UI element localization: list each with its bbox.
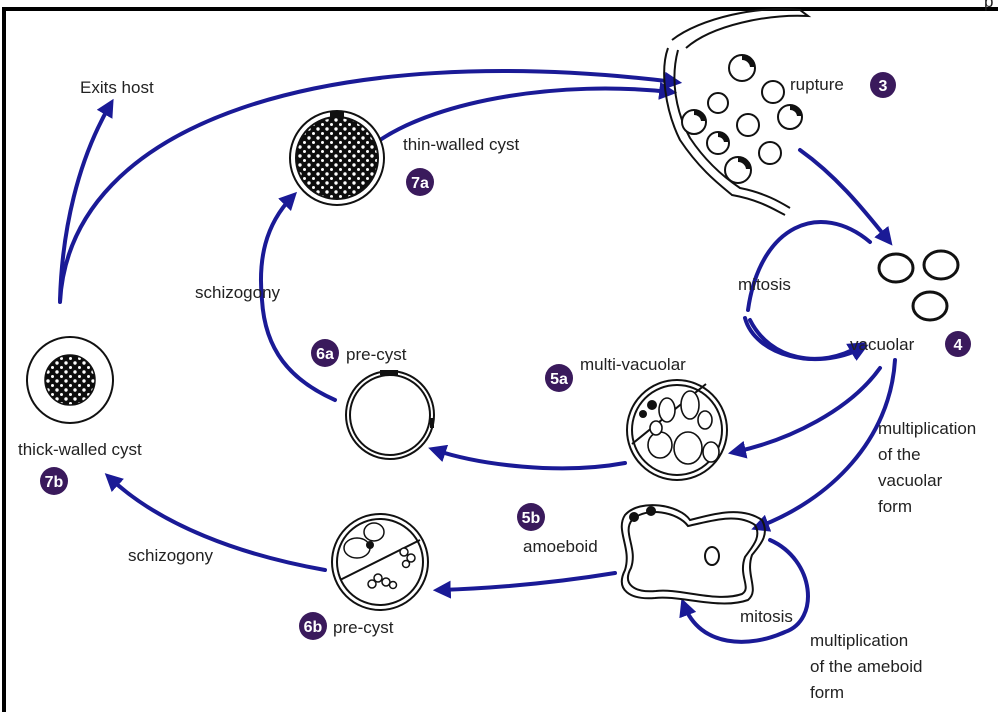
thin-walled-cyst (289, 110, 385, 206)
arrow-to-exits-host (58, 98, 114, 302)
thick-walled-cyst (26, 336, 114, 424)
label-pre-cyst-b: pre-cyst (333, 618, 394, 637)
multi-vacuolar-cell (626, 379, 728, 481)
badge-7b: 7b (40, 467, 68, 495)
badge-7a-text: 7a (411, 175, 429, 192)
rupture-cell (663, 7, 812, 216)
label-schizogony-bottom: schizogony (128, 546, 214, 565)
label-multiplication-vacuolar-2: of the (878, 445, 921, 464)
label-multiplication-ameboid-1: multiplication (810, 631, 908, 650)
label-exits-host: Exits host (80, 78, 154, 97)
pre-cyst-a-cell (345, 370, 435, 460)
labels: Exits host rupture thin-walled cyst schi… (18, 75, 976, 702)
arrow-vacuolar-to-multi-vacuolar (727, 366, 882, 459)
amoeboid-cell (620, 504, 766, 605)
label-multiplication-vacuolar-3: vacuolar (878, 471, 943, 490)
badge-3: 3 (870, 72, 896, 98)
label-schizogony-top: schizogony (195, 283, 281, 302)
badge-6b: 6b (299, 612, 327, 640)
label-multiplication-ameboid-3: form (810, 683, 844, 702)
label-thin-walled-cyst: thin-walled cyst (403, 135, 519, 154)
label-multiplication-vacuolar-4: form (878, 497, 912, 516)
badge-7b-text: 7b (45, 474, 64, 491)
label-amoeboid: amoeboid (523, 537, 598, 556)
label-multiplication-vacuolar-1: multiplication (878, 419, 976, 438)
badge-6a: 6a (311, 339, 339, 367)
label-multiplication-ameboid-2: of the ameboid (810, 657, 922, 676)
label-rupture: rupture (790, 75, 844, 94)
arrow-amoeboid-to-pre-cyst-b (432, 571, 617, 599)
diagram-frame (2, 7, 998, 712)
arrow-mitosis-vacuolar-loop (743, 316, 869, 362)
vacuolar-cells (877, 249, 960, 322)
arrow-rupture-to-vacuolar (798, 148, 893, 246)
arrow-vacuolar-to-amoeboid (751, 358, 897, 532)
badge-7a: 7a (406, 168, 434, 196)
badge-5a-text: 5a (550, 371, 568, 388)
badge-6a-text: 6a (316, 346, 334, 363)
label-pre-cyst-a: pre-cyst (346, 345, 407, 364)
arrow-pre-cyst-schizogony (258, 191, 337, 402)
badge-3-text: 3 (879, 78, 888, 95)
badge-4-text: 4 (954, 337, 963, 354)
pre-cyst-b-cell (331, 513, 429, 611)
label-mitosis-ameboid: mitosis (740, 607, 793, 626)
badge-5b: 5b (517, 503, 545, 531)
arrow-host-to-rupture (58, 69, 683, 304)
label-vacuolar: vacuolar (850, 335, 915, 354)
label-thick-walled-cyst: thick-walled cyst (18, 440, 142, 459)
badge-5a: 5a (545, 364, 573, 392)
corner-text: p (984, 0, 993, 11)
arrow-mitosis-ameboid (679, 538, 810, 644)
badge-4: 4 (945, 331, 971, 357)
label-mitosis-vacuolar: mitosis (738, 275, 791, 294)
badge-5b-text: 5b (522, 510, 541, 527)
arrows (58, 69, 897, 644)
arrow-thin-cyst-to-rupture (378, 81, 678, 142)
badge-6b-text: 6b (304, 619, 323, 636)
arrow-pre-cyst-b-to-thick-cyst (104, 473, 327, 572)
arrow-multi-vacuolar-to-pre-cyst (428, 444, 627, 471)
label-multi-vacuolar: multi-vacuolar (580, 355, 686, 374)
